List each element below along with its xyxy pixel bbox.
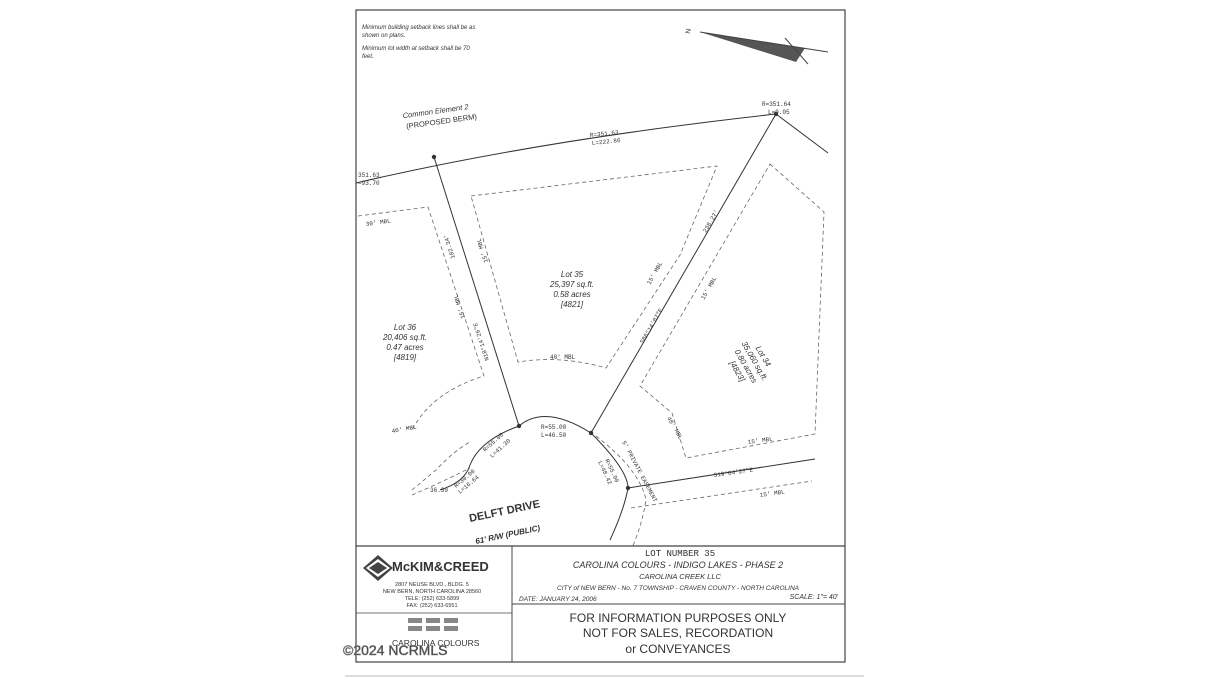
firm-address-line: 2807 NEUSE BLVD., BLDG. 5 <box>395 582 469 588</box>
plat-scale: SCALE: 1"= 40' <box>790 594 839 601</box>
north-letter: N <box>685 28 693 34</box>
lot-code: [4821] <box>560 300 584 309</box>
curve-label: L=46.50 <box>541 432 567 439</box>
setback-label: 40' MBL <box>550 354 576 361</box>
note-line: feet. <box>362 54 374 60</box>
note-line: Minimum lot width at setback shall be 70 <box>362 46 470 52</box>
plat-date: DATE: JANUARY 24, 2006 <box>519 596 597 603</box>
curve-label: 36.39 <box>430 487 448 494</box>
curve-label: R=351.64 <box>762 101 791 108</box>
firm-name: McKIM&CREED <box>392 559 489 574</box>
curve-label: =93.70 <box>358 180 380 187</box>
lot-code: [4819] <box>393 353 417 362</box>
firm-address: 2807 NEUSE BLVD., BLDG. 5 NEW BERN, NORT… <box>383 582 481 609</box>
notes-block: Minimum building setback lines shall be … <box>362 25 475 60</box>
lot-acres: 0.58 acres <box>553 290 590 299</box>
property-lines <box>355 113 829 541</box>
setback-lines <box>357 163 825 549</box>
firm-phone: TELE: (252) 633-5899 <box>405 596 459 602</box>
setback-label: 15' MBL <box>759 488 785 498</box>
location-line: CITY of NEW BERN - No. 7 TOWNSHIP - CRAV… <box>557 585 799 592</box>
watermark: ©2024 NCRMLS <box>343 642 447 658</box>
north-arrow-icon: N <box>685 28 829 65</box>
owner-name: CAROLINA CREEK LLC <box>639 572 721 581</box>
lot-acres: 0.47 acres <box>386 343 423 352</box>
disclaimer: FOR INFORMATION PURPOSES ONLY NOT FOR SA… <box>570 611 787 656</box>
curve-label: R=351.63 <box>589 129 619 139</box>
project-name: CAROLINA COLOURS - INDIGO LAKES - PHASE … <box>573 560 783 570</box>
lot-name: Lot 35 <box>561 270 584 279</box>
firm-logo: McKIM&CREED <box>363 555 489 581</box>
lot-36-label: Lot 36 20,406 sq.ft. 0.47 acres [4819] <box>382 323 427 362</box>
curve-label: 351.63 <box>358 172 380 179</box>
firm-fax: FAX: (252) 633-6551 <box>406 603 457 609</box>
project-info: LOT NUMBER 35 CAROLINA COLOURS - INDIGO … <box>557 549 799 592</box>
curve-label: L=222.86 <box>591 137 621 147</box>
lot-35-label: Lot 35 25,397 sq.ft. 0.58 acres [4821] <box>549 270 594 309</box>
lot-area: 20,406 sq.ft. <box>382 333 427 342</box>
disclaimer-line: NOT FOR SALES, RECORDATION <box>583 626 773 640</box>
title-block: McKIM&CREED 2807 NEUSE BLVD., BLDG. 5 NE… <box>356 545 845 662</box>
brand-logo: CAROLINA COLOURS <box>392 618 480 648</box>
disclaimer-line: FOR INFORMATION PURPOSES ONLY <box>570 611 787 625</box>
firm-address-line: NEW BERN, NORTH CAROLINA 28560 <box>383 589 481 595</box>
curve-label: R=55.00 <box>541 424 567 431</box>
note-line: shown on plans. <box>362 33 405 39</box>
lot-area: 25,397 sq.ft. <box>549 280 594 289</box>
note-line: Minimum building setback lines shall be … <box>362 25 475 31</box>
setback-label: 15' MBL <box>747 435 773 445</box>
curve-label: L=9.05 <box>768 109 790 116</box>
lot-corners <box>431 111 779 491</box>
disclaimer-line: or CONVEYANCES <box>625 642 730 656</box>
drawing-border <box>355 9 846 663</box>
setback-label: 30' MBL <box>365 217 391 227</box>
brand-name: CAROLINA COLOURS <box>392 638 480 648</box>
setback-label: 40' MBL <box>391 424 417 435</box>
lot-name: Lot 36 <box>394 323 417 332</box>
lot-number: LOT NUMBER 35 <box>645 549 715 559</box>
